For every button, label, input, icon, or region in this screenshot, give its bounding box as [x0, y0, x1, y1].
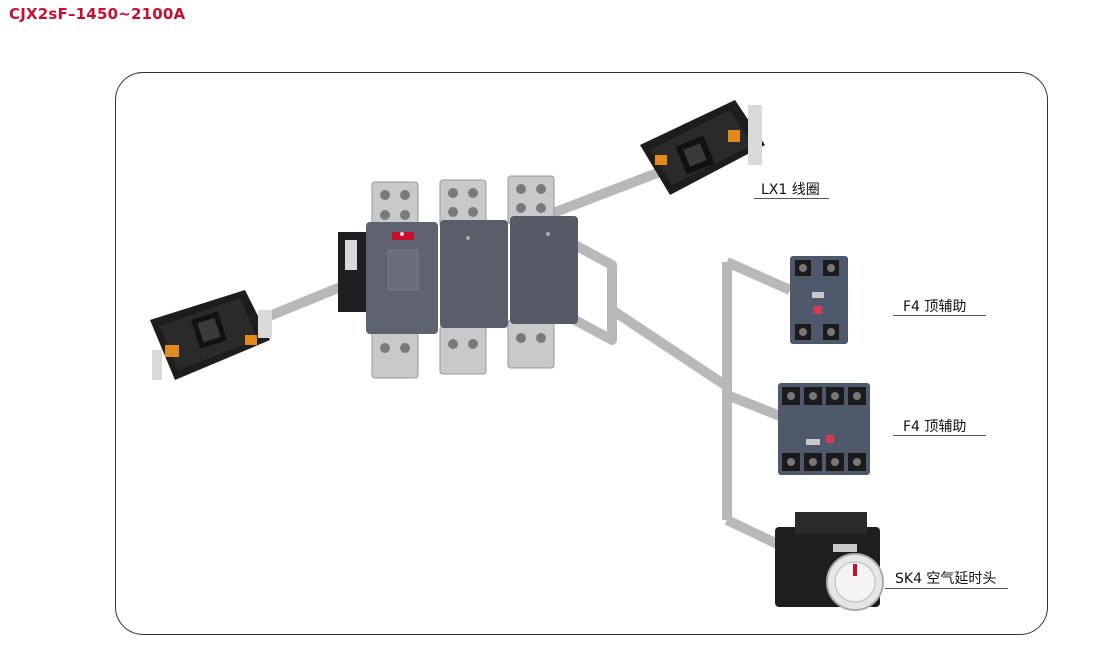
- f4-top-aux-image: [790, 256, 848, 344]
- label-sk4-underline: [885, 588, 1008, 589]
- product-title: CJX2sF–1450~2100A: [9, 5, 186, 23]
- label-f4-top-aux: F4 顶辅助: [903, 299, 967, 315]
- coil-right-image: [640, 100, 765, 195]
- main-contactor-image: [338, 175, 578, 379]
- label-f4-top-underline: [893, 315, 986, 316]
- connector-bracket: [572, 240, 617, 345]
- coil-left-image: [150, 290, 272, 380]
- connector-to-aux-stack: [609, 305, 728, 390]
- label-lx1-coil: LX1 线圈: [761, 182, 820, 198]
- f4-bottom-aux-image: [778, 383, 870, 475]
- diagram-frame: [115, 72, 1048, 635]
- connector-to-f4-top: [724, 257, 793, 295]
- label-f4-bottom-aux: F4 顶辅助: [903, 419, 967, 435]
- connector-right-coil: [546, 165, 667, 220]
- sk4-timer-image: [775, 512, 884, 611]
- label-sk4-timer: SK4 空气延时头: [895, 571, 997, 587]
- label-f4-bottom-underline: [893, 435, 986, 436]
- label-lx1-underline: [754, 198, 829, 199]
